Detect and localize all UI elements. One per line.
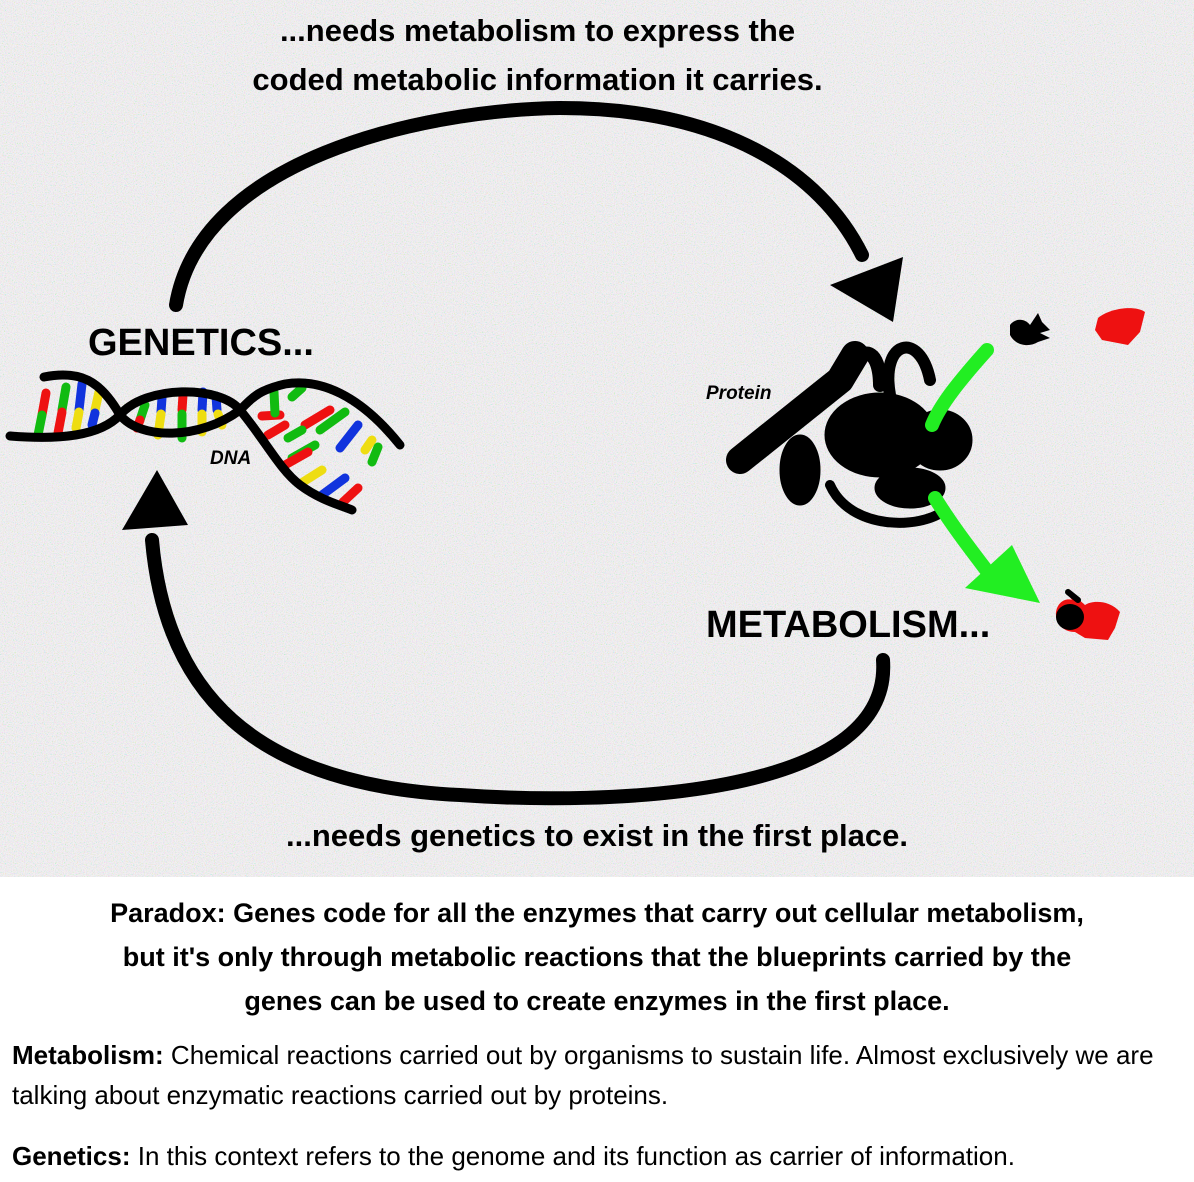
reaction-arrow bbox=[925, 343, 1040, 603]
reaction-arrowhead-icon bbox=[965, 545, 1040, 603]
paradox-statement: Paradox: Genes code for all the enzymes … bbox=[20, 891, 1174, 1023]
protein-label: Protein bbox=[706, 383, 772, 404]
genetics-term: Genetics: bbox=[12, 1141, 131, 1171]
genetics-definition-text: In this context refers to the genome and… bbox=[130, 1141, 1015, 1171]
substrate-black-icon bbox=[1010, 313, 1050, 346]
genetics-metabolism-diagram: ...needs metabolism to express the coded… bbox=[0, 0, 1194, 877]
top-arrowhead-icon bbox=[830, 257, 903, 322]
metabolism-label: METABOLISM... bbox=[706, 604, 991, 646]
substrate-red-icon bbox=[1095, 308, 1145, 345]
noise-overlay bbox=[0, 0, 1194, 877]
top-caption: ...needs metabolism to express the coded… bbox=[0, 6, 1075, 104]
metabolism-definition: Metabolism: Chemical reactions carried o… bbox=[12, 1035, 1192, 1115]
paradox-line3: genes can be used to create enzymes in t… bbox=[244, 986, 950, 1016]
product-molecule bbox=[1055, 589, 1120, 640]
top-caption-line1: ...needs metabolism to express the bbox=[279, 13, 796, 48]
bottom-arrowhead-icon bbox=[122, 470, 188, 530]
dna-label: DNA bbox=[210, 448, 252, 469]
dna-helix bbox=[5, 370, 405, 515]
paradox-line2: but it's only through metabolic reaction… bbox=[122, 942, 1072, 972]
metabolism-definition-text: Chemical reactions carried out by organi… bbox=[12, 1040, 1154, 1110]
top-cycle-arrow bbox=[169, 100, 903, 322]
bottom-caption: ...needs genetics to exist in the first … bbox=[286, 818, 908, 853]
paradox-line1: Paradox: Genes code for all the enzymes … bbox=[110, 898, 1084, 928]
metabolism-term: Metabolism: bbox=[12, 1040, 164, 1070]
genetics-definition: Genetics: In this context refers to the … bbox=[12, 1136, 1192, 1176]
genetics-label: GENETICS... bbox=[88, 322, 314, 364]
bottom-cycle-arrow bbox=[122, 470, 891, 806]
diagram-graphics bbox=[0, 0, 1194, 877]
substrate-molecules bbox=[1010, 308, 1145, 346]
protein-enzyme bbox=[726, 341, 973, 528]
top-caption-line2: coded metabolic information it carries. bbox=[252, 62, 823, 97]
explanation-panel: Paradox: Genes code for all the enzymes … bbox=[0, 877, 1194, 1182]
